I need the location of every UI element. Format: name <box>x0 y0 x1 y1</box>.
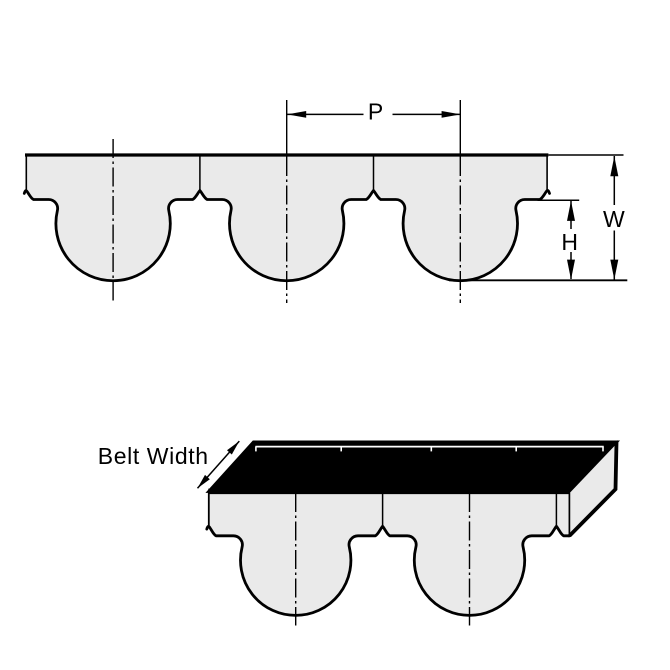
svg-text:P: P <box>368 99 383 125</box>
svg-text:H: H <box>561 229 578 255</box>
svg-text:W: W <box>603 206 625 232</box>
svg-text:Belt Width: Belt Width <box>98 443 209 469</box>
